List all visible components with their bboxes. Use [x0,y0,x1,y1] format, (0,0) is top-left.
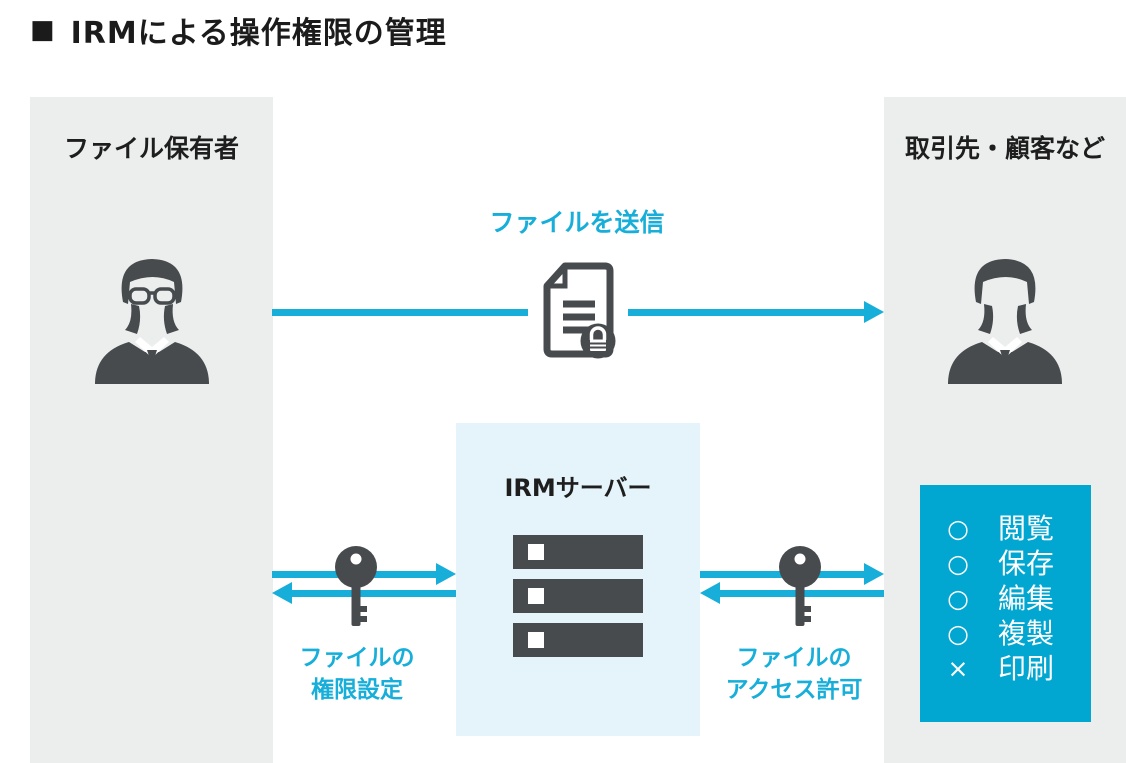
server-rack-icon [513,535,643,657]
allowed-mark: ○ [947,514,969,543]
allowed-mark: ○ [947,584,969,613]
irm-server-box: IRMサーバー [456,423,700,736]
permission-item: ○ 複製 [920,616,1091,651]
permission-list: ○ 閲覧 ○ 保存 ○ 編集 ○ 複製 × 印刷 [920,485,1091,722]
page-header: ■ IRMによる操作権限の管理 [30,8,447,52]
permission-item: ○ 閲覧 [920,511,1091,546]
businessman-icon [948,259,1062,384]
denied-mark: × [947,654,969,683]
file-owner-label: ファイル保有者 [63,134,239,163]
permission-item: × 印刷 [920,651,1091,686]
locked-document-icon [543,262,616,359]
send-file-label: ファイルを送信 [489,208,665,237]
permission-item: ○ 保存 [920,546,1091,581]
title-bullet: ■ [30,15,55,45]
allowed-mark: ○ [947,619,969,648]
key-icon [335,546,377,626]
irm-server-label: IRMサーバー [504,474,652,502]
glasses-icon [121,287,182,305]
lock-icon [580,323,616,359]
recipient-label: 取引先・顧客など [904,134,1105,163]
permission-item: ○ 編集 [920,581,1091,616]
file-owner-panel: ファイル保有者 [30,97,273,763]
page-title: IRMによる操作権限の管理 [70,16,447,51]
key-icon [779,546,821,626]
access-grant-label: ファイルの アクセス許可 [725,645,863,704]
businessman-with-glasses-icon [94,259,209,384]
allowed-mark: ○ [947,549,969,578]
permission-setting-label: ファイルの 権限設定 [299,645,415,704]
